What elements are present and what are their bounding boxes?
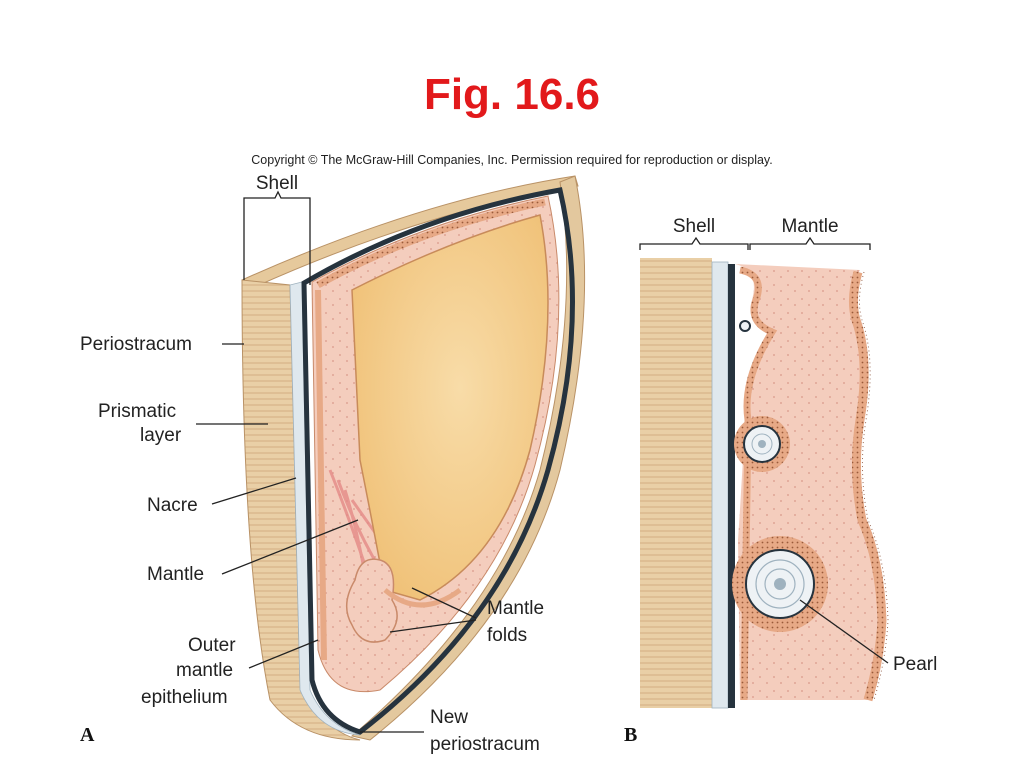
mantle-bracket-b (749, 236, 871, 250)
nacre-layer-a (289, 281, 361, 736)
panel-letter-b: B (624, 724, 637, 746)
shell-bracket-b (639, 236, 749, 250)
inner-epithelium-b (848, 270, 887, 702)
periostracum-line-b (728, 264, 735, 708)
shell-bracket-a (243, 190, 311, 205)
label-folds-2: folds (487, 625, 527, 646)
pearl-tiny (739, 320, 751, 332)
shell-outer-rim (241, 175, 579, 291)
label-outer-1: Outer (188, 635, 236, 656)
periostracum-line-a (301, 187, 575, 735)
leader-mantle-a (221, 519, 359, 575)
label-prismatic-2: layer (140, 425, 182, 446)
leader-outer-epithelium (248, 639, 319, 669)
leader-folds-2 (389, 619, 477, 633)
copyright-notice: Copyright © The McGraw-Hill Companies, I… (251, 153, 773, 167)
label-new-1: New (430, 707, 468, 728)
leader-pearl (799, 599, 889, 664)
nacre-layer-b (711, 261, 729, 709)
outer-epithelium-a (316, 198, 546, 289)
panel-b-diagram (639, 236, 889, 709)
outer-epithelium-b (739, 266, 778, 701)
figure-title: Fig. 16.6 (423, 70, 601, 119)
leader-folds-1 (411, 587, 477, 619)
label-shell-b: Shell (673, 216, 715, 237)
label-outer-3: epithelium (141, 687, 228, 708)
panel-a-diagram (241, 175, 586, 741)
mantle-fold-knobs (346, 558, 398, 643)
label-new-2: periostracum (430, 734, 540, 755)
label-prismatic-1: Prismatic (98, 401, 176, 422)
label-shell-a: Shell (256, 173, 298, 194)
label-periostracum: Periostracum (80, 334, 192, 355)
label-mantle-b: Mantle (781, 216, 838, 237)
label-folds-1: Mantle (487, 598, 544, 619)
label-mantle-a: Mantle (147, 564, 204, 585)
panel-letter-a: A (80, 724, 95, 746)
label-pearl: Pearl (893, 654, 937, 675)
label-outer-2: mantle (176, 660, 233, 681)
leader-nacre (211, 477, 297, 505)
prismatic-layer-b (640, 258, 712, 708)
label-nacre: Nacre (147, 495, 198, 516)
